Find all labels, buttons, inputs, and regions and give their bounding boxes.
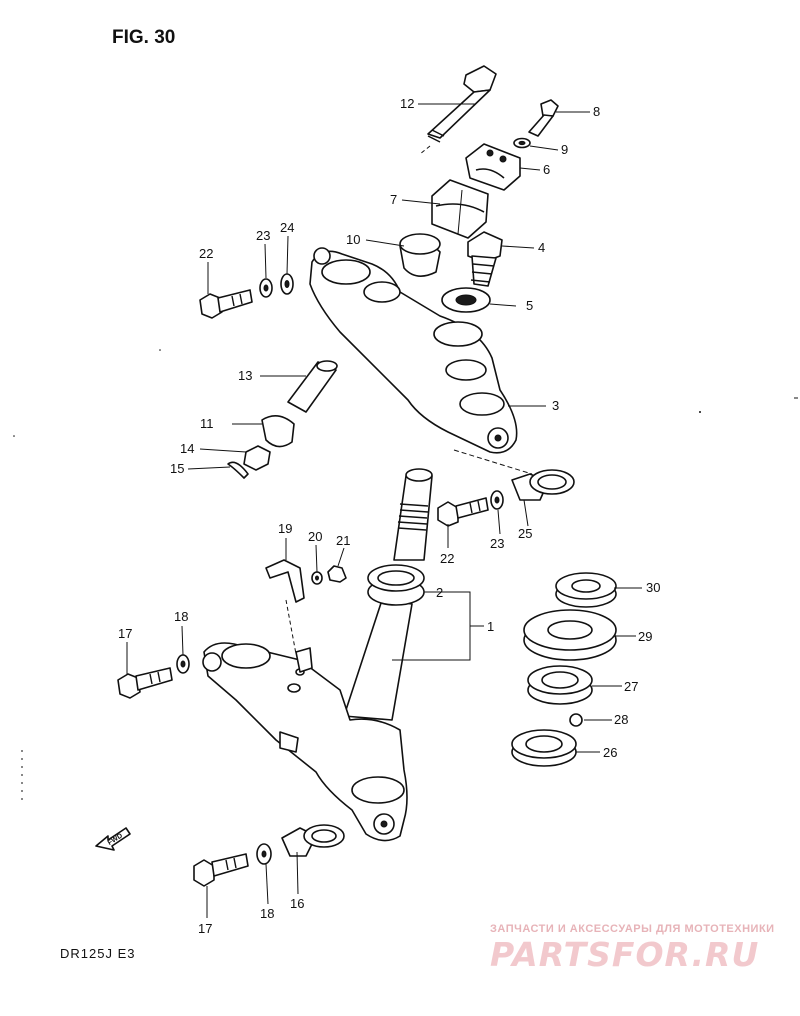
label-23-top: 23: [256, 228, 270, 243]
label-27: 27: [624, 679, 638, 694]
label-10: 10: [346, 232, 360, 247]
label-18-left: 18: [174, 609, 188, 624]
watermark-brand: PARTSFOR.RU: [490, 935, 759, 974]
part-3-upper-bracket: [309, 247, 518, 454]
label-16: 16: [290, 896, 304, 911]
part-25-cable-guide: [453, 449, 575, 501]
part-4-bolt: [467, 231, 503, 287]
label-21: 21: [336, 533, 350, 548]
part-8-small-bolt: [528, 99, 559, 137]
part-22-bolt-top: [199, 289, 253, 319]
part-26-bearing-race: [511, 729, 577, 767]
scan-marks: [13, 349, 798, 800]
label-17-bottom: 17: [198, 921, 212, 936]
part-21-bolt: [327, 565, 347, 583]
label-20: 20: [308, 529, 322, 544]
model-label: DR125J E3: [60, 946, 135, 961]
part-10-cushion: [399, 233, 441, 277]
figure-label: FIG. 30: [112, 27, 175, 48]
part-14-nut: [243, 445, 271, 471]
part-12-long-bolt: [419, 65, 497, 155]
part-6-handlebar-holder-upper: [465, 143, 521, 191]
part-labels: 12 8 9 6 7 10 4 5 3 22 23 24 13 11 14 15…: [118, 96, 660, 936]
label-17-left: 17: [118, 626, 132, 641]
part-11-cushion: [261, 415, 295, 448]
label-26: 26: [603, 745, 617, 760]
label-6: 6: [543, 162, 550, 177]
part-5-washer: [441, 287, 491, 313]
label-22-top: 22: [199, 246, 213, 261]
label-4: 4: [538, 240, 545, 255]
part-16-cable-guide: [281, 824, 345, 857]
label-15: 15: [170, 461, 184, 476]
label-5: 5: [526, 298, 533, 313]
part-29-dust-seal: [523, 609, 617, 661]
leader-lines: [126, 103, 642, 918]
lower-bracket: [202, 642, 408, 842]
part-17-bolt-left: [117, 667, 173, 699]
part-30-nut: [555, 572, 617, 608]
watermark-top-text: ЗАПЧАСТИ И АКСЕССУАРЫ ДЛЯ МОТОТЕХНИКИ: [490, 923, 775, 935]
part-7-handlebar-holder-lower: [431, 179, 489, 239]
forward-arrow: FWD: [95, 827, 131, 851]
label-11: 11: [200, 416, 214, 431]
label-25: 25: [518, 526, 532, 541]
label-1: 1: [487, 619, 494, 634]
label-3: 3: [552, 398, 559, 413]
label-9: 9: [561, 142, 568, 157]
part-20-washer: [311, 571, 323, 585]
part-18-washer-left: [176, 654, 190, 674]
label-22-mid: 22: [440, 551, 454, 566]
label-28: 28: [614, 712, 628, 727]
label-30: 30: [646, 580, 660, 595]
part-17-bolt-bottom: [193, 853, 249, 887]
part-28-steel-ball: [569, 713, 583, 727]
label-23-mid: 23: [490, 536, 504, 551]
part-18-washer-bottom: [256, 843, 272, 865]
part-15-cotter-pin: [227, 461, 249, 479]
part-9-washer: [513, 137, 531, 149]
label-8: 8: [593, 104, 600, 119]
label-14: 14: [180, 441, 194, 456]
part-24-washer: [280, 273, 294, 295]
part-1-steering-stem: [343, 468, 433, 721]
label-29: 29: [638, 629, 652, 644]
label-19: 19: [278, 521, 292, 536]
label-13: 13: [238, 368, 252, 383]
label-18-bottom: 18: [260, 906, 274, 921]
part-27-bearing-race: [527, 665, 593, 705]
part-22-bolt-mid: [437, 497, 489, 527]
part-19-bracket: [265, 559, 305, 655]
label-2: 2: [436, 585, 443, 600]
part-23-washer-mid: [490, 490, 504, 510]
part-2-bearing: [367, 564, 425, 606]
label-24: 24: [280, 220, 294, 235]
label-7: 7: [390, 192, 397, 207]
part-23-washer-top: [259, 278, 273, 298]
part-13-tube: [287, 360, 338, 413]
label-12: 12: [400, 96, 414, 111]
